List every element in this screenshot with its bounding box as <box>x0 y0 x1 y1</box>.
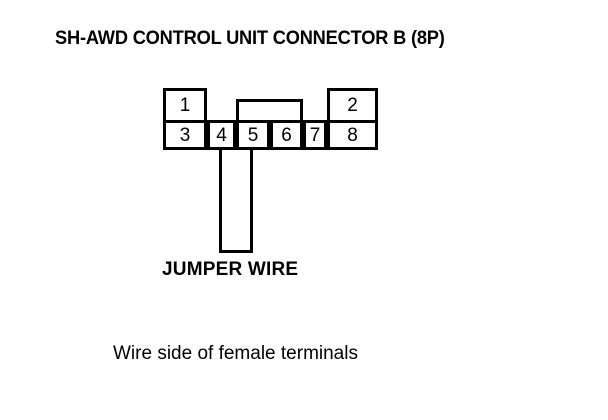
terminal-cell-1: 1 <box>163 88 207 123</box>
terminal-cell-6: 6 <box>270 120 303 150</box>
jumper-wire-leg-right <box>250 150 253 250</box>
terminal-cell-7: 7 <box>303 120 327 150</box>
terminal-cell-4: 4 <box>207 120 236 150</box>
jumper-wire-label: JUMPER WIRE <box>162 259 299 280</box>
diagram-caption: Wire side of female terminals <box>113 343 358 364</box>
terminal-cell-8: 8 <box>327 120 378 150</box>
polarizing-tab-icon <box>236 99 303 123</box>
terminal-cell-5: 5 <box>236 120 270 150</box>
page-title: SH-AWD CONTROL UNIT CONNECTOR B (8P) <box>55 28 445 49</box>
jumper-wire-bend <box>219 250 253 253</box>
jumper-wire-leg-left <box>219 150 222 250</box>
jumper-wire-graphic <box>219 150 253 253</box>
terminal-cell-2: 2 <box>327 88 378 123</box>
connector-diagram: 1 2 3 4 5 6 7 8 <box>163 88 378 150</box>
terminal-cell-3: 3 <box>163 120 207 150</box>
